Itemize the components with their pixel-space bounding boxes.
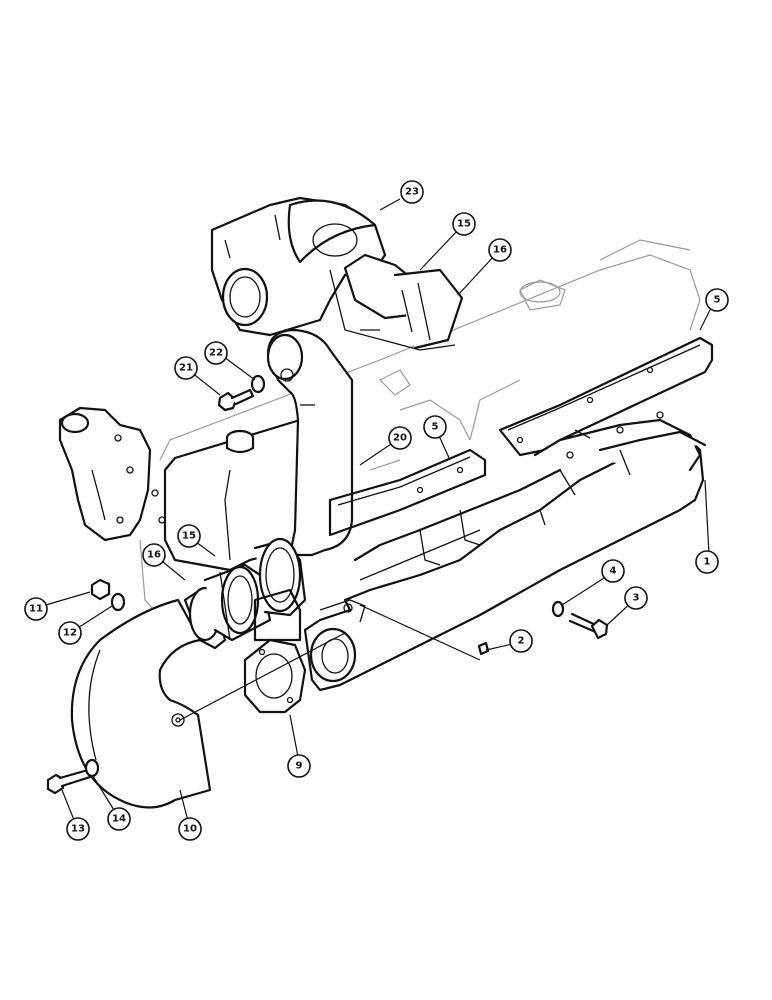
thermostat-housing — [58, 406, 152, 542]
engine-block — [139, 239, 701, 641]
callout-21: 21 — [174, 356, 198, 380]
svg-text:12: 12 — [63, 628, 77, 639]
svg-text:15: 15 — [457, 219, 471, 230]
lower-hose-clamps — [183, 537, 307, 650]
bolts-washers — [46, 374, 609, 795]
callout-20: 20 — [388, 426, 412, 450]
exhaust-manifold — [303, 411, 707, 692]
callout-12: 12 — [58, 621, 82, 645]
callout-5-right: 5 — [705, 288, 729, 312]
callout-5-center: 5 — [423, 415, 447, 439]
rocker-cover — [151, 418, 332, 572]
callout-22: 22 — [204, 341, 228, 365]
svg-text:16: 16 — [147, 550, 161, 561]
svg-text:21: 21 — [179, 363, 193, 374]
callout-15-lower: 15 — [177, 524, 201, 548]
flange-gasket — [243, 638, 307, 714]
callout-4: 4 — [601, 559, 625, 583]
svg-text:13: 13 — [71, 824, 85, 835]
svg-text:15: 15 — [182, 531, 196, 542]
svg-text:10: 10 — [183, 824, 197, 835]
svg-text:3: 3 — [633, 593, 640, 604]
svg-text:23: 23 — [405, 187, 419, 198]
svg-text:5: 5 — [432, 422, 439, 433]
svg-text:2: 2 — [518, 636, 525, 647]
svg-text:20: 20 — [393, 433, 407, 444]
callout-11: 11 — [24, 597, 48, 621]
svg-text:9: 9 — [296, 761, 303, 772]
svg-text:16: 16 — [493, 245, 507, 256]
svg-text:5: 5 — [714, 295, 721, 306]
callout-1: 1 — [695, 550, 719, 574]
callout-16-upper: 16 — [488, 238, 512, 262]
manifold-gaskets — [253, 336, 714, 642]
callout-10: 10 — [178, 817, 202, 841]
callout-3: 3 — [624, 586, 648, 610]
callout-9: 9 — [287, 754, 311, 778]
svg-text:14: 14 — [112, 814, 126, 825]
callout-16-lower: 16 — [142, 543, 166, 567]
callout-14: 14 — [107, 807, 131, 831]
lower-elbow-pipe — [70, 598, 212, 809]
turbocharger — [210, 196, 456, 351]
callout-15-upper: 15 — [452, 212, 476, 236]
leader-lines — [38, 198, 713, 826]
svg-text:4: 4 — [610, 566, 617, 577]
callout-23: 23 — [400, 180, 424, 204]
callout-2: 2 — [509, 629, 533, 653]
svg-text:11: 11 — [29, 604, 43, 615]
svg-text:22: 22 — [209, 348, 223, 359]
callout-13: 13 — [66, 817, 90, 841]
svg-text:1: 1 — [704, 557, 711, 568]
upper-hose-clamp — [343, 253, 464, 350]
